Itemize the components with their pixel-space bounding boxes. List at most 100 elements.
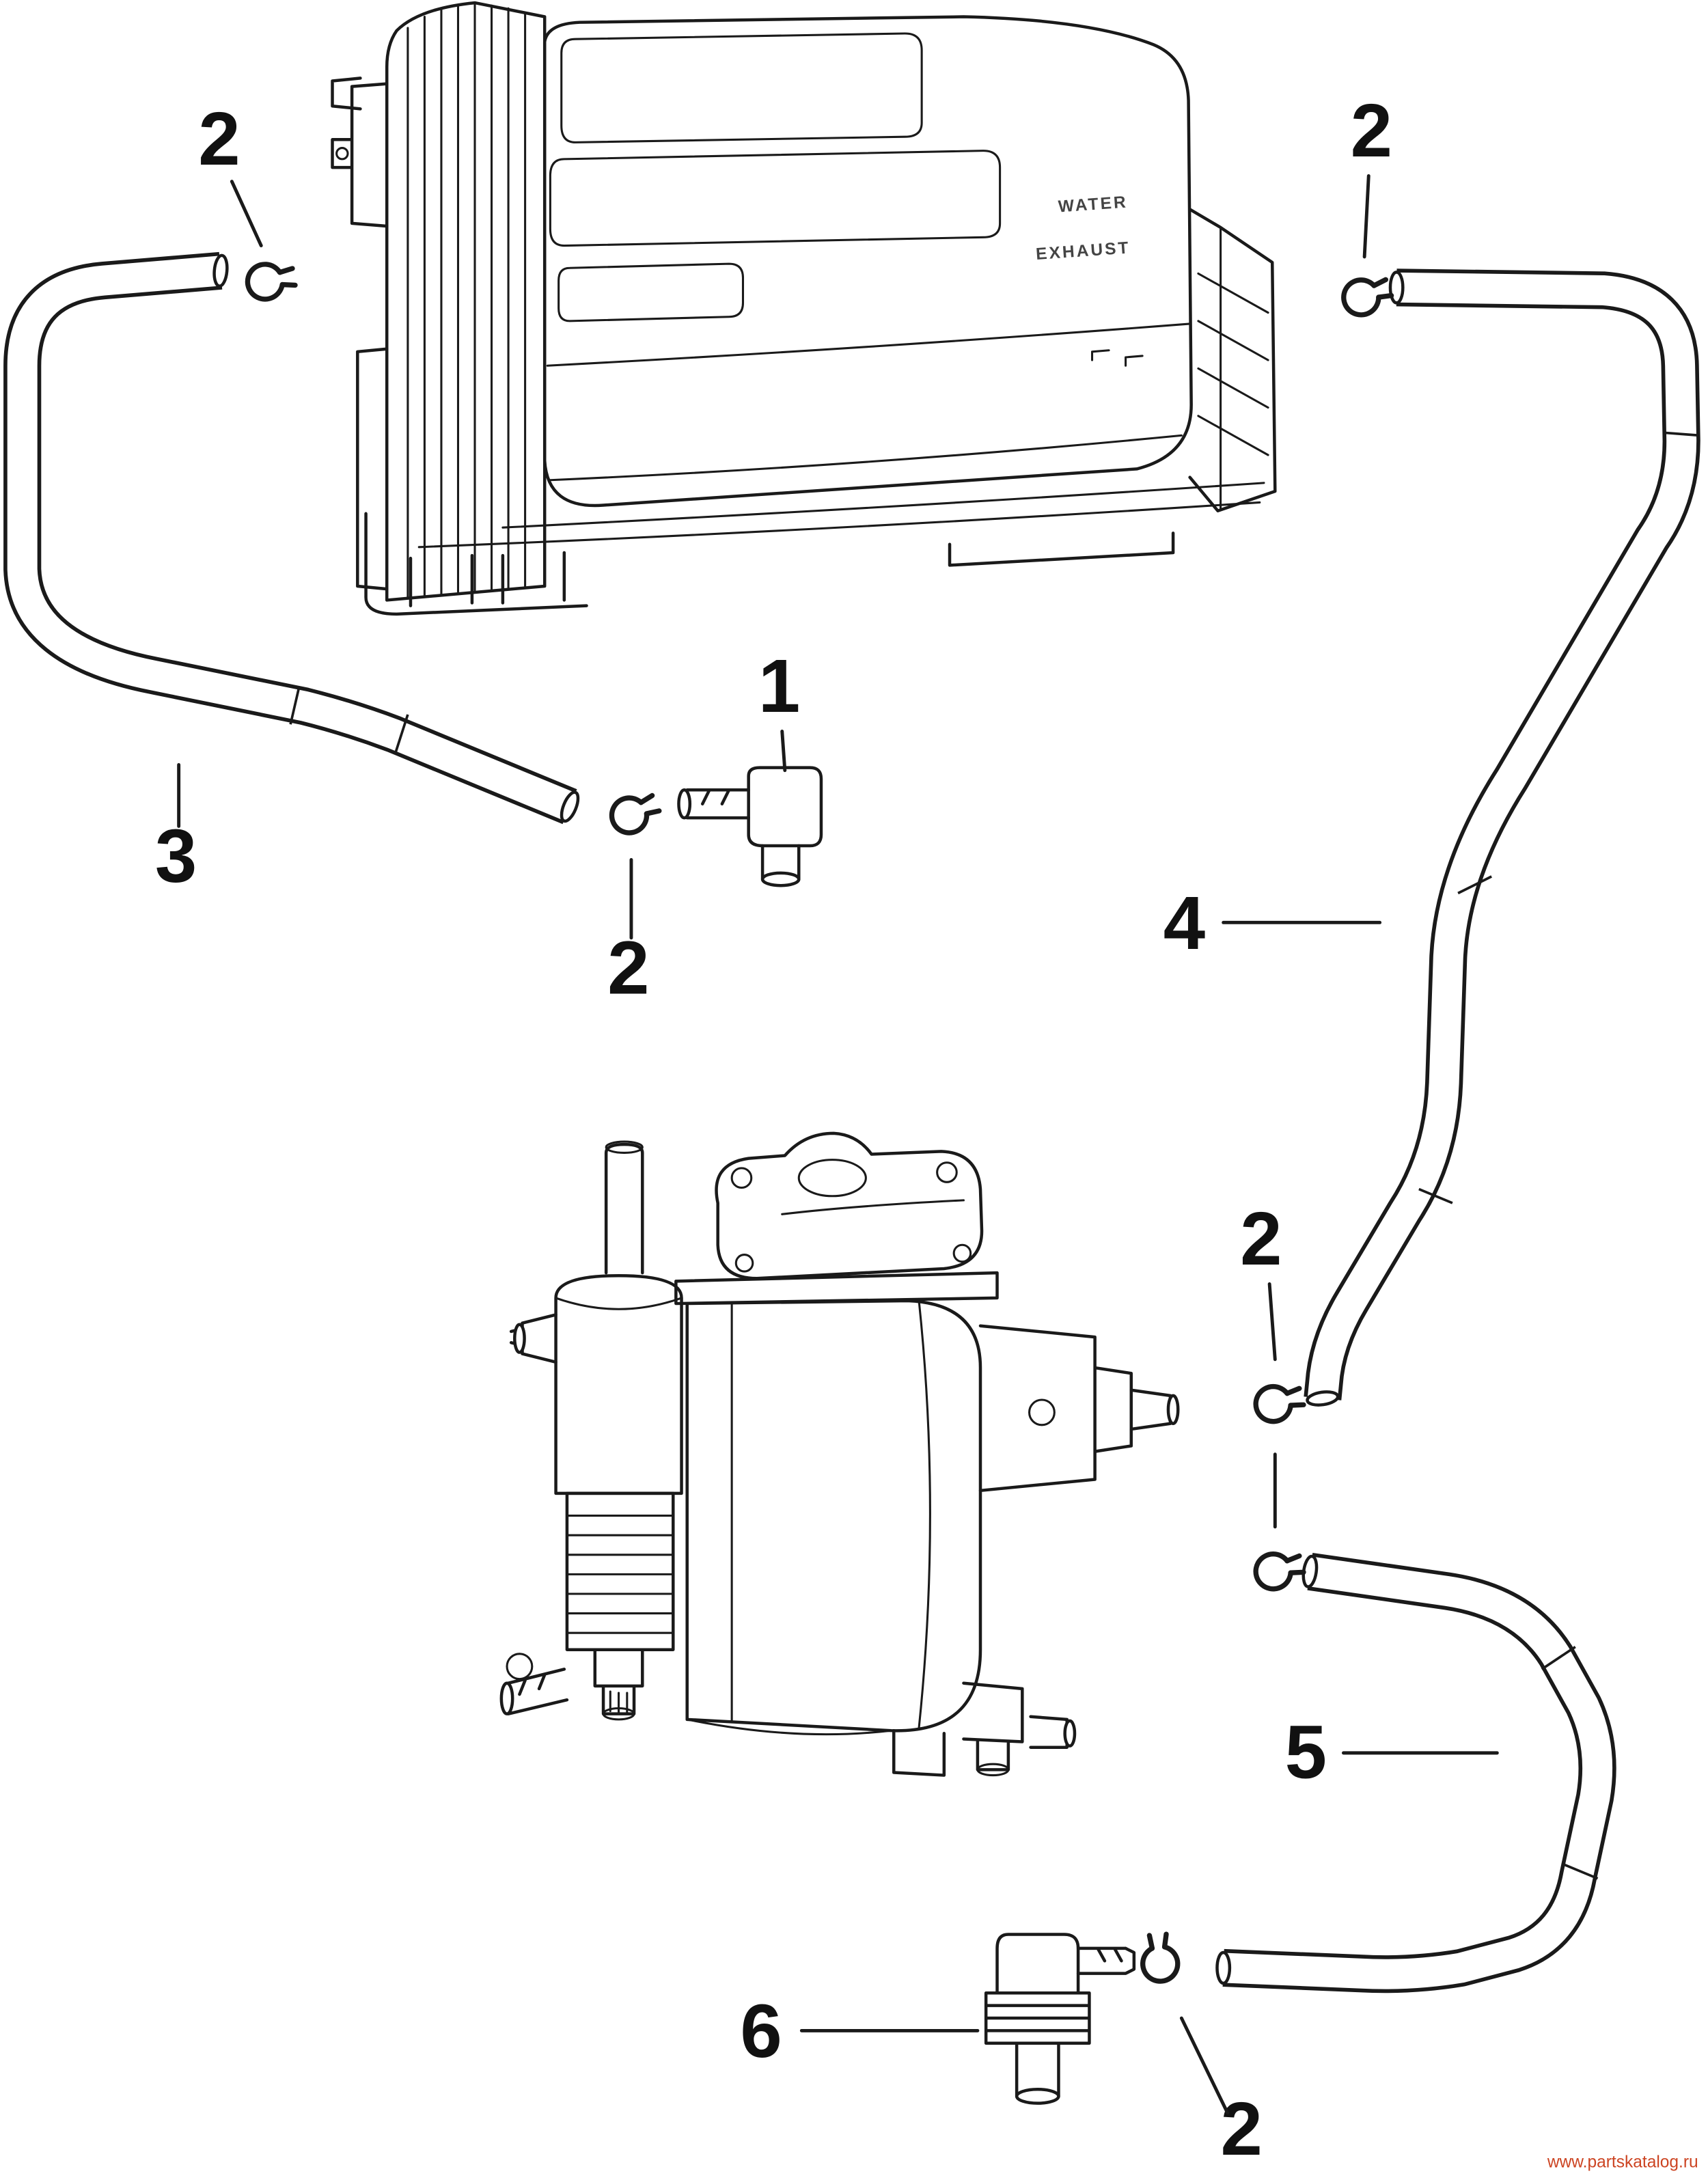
hose-4-joints — [1418, 431, 1700, 1204]
leader-line — [1362, 174, 1370, 259]
retainer-clip-fitting-1 — [611, 795, 659, 833]
housing-base-feet — [364, 512, 1175, 616]
fitting-1-barb-shaft — [685, 788, 750, 820]
hose-5 — [1215, 1552, 1616, 1993]
callout-label: 2 — [1351, 89, 1392, 173]
leader-line — [230, 180, 263, 248]
pump-top-bracket — [715, 1131, 984, 1280]
callout-label: 2 — [607, 926, 649, 1010]
pump-spout-tip — [513, 1323, 526, 1354]
housing-top-recesses — [549, 32, 1002, 322]
hose-5-inner — [1222, 1556, 1613, 1989]
hose-3-outer — [3, 251, 577, 825]
housing-seam-lines — [417, 322, 1265, 549]
callout-4: 4 — [1163, 881, 1382, 965]
pump-right-fitting — [1129, 1388, 1172, 1431]
hose-4 — [1304, 268, 1700, 1407]
pump-filter-knurl — [609, 1690, 629, 1714]
callout-label: 5 — [1285, 1711, 1327, 1795]
pump-left-cylinder — [554, 1273, 683, 1495]
pump-standpipe — [604, 1142, 644, 1275]
pump-right-fitting-tip — [1166, 1394, 1180, 1425]
housing-fin-bracket-outline — [1188, 208, 1277, 512]
retainer-clip-hose-5 — [1253, 1549, 1306, 1594]
hose-3-end — [560, 790, 580, 823]
leader-line — [1179, 2016, 1230, 2115]
hose-3-end — [212, 253, 229, 288]
pump-screw — [952, 1243, 972, 1263]
callout-label: 3 — [155, 814, 197, 898]
pump-dome — [797, 1159, 867, 1198]
hose-4-end — [1306, 1390, 1340, 1407]
callout-2-top-right: 2 — [1351, 89, 1392, 259]
callout-3: 3 — [155, 763, 197, 898]
pump-lower-plug — [506, 1653, 534, 1681]
leader-line — [780, 730, 787, 773]
exhaust-label: EXHAUST — [1035, 238, 1131, 264]
fitting-6-lower-end — [1015, 2087, 1060, 2105]
fitting-1-lower-end — [760, 871, 801, 887]
callout-2-mid: 2 — [607, 857, 650, 1010]
housing-body-outline — [542, 15, 1193, 508]
hose-3-inner — [7, 256, 576, 821]
pump-filter-outline — [565, 1491, 675, 1651]
elbow-fitting-1 — [677, 766, 823, 887]
callout-label: 2 — [1240, 1197, 1282, 1281]
housing-bracket-hole — [335, 147, 349, 161]
housing-corner-marks — [1090, 349, 1144, 367]
pump-body-lines — [686, 1299, 931, 1736]
callout-label: 6 — [740, 1989, 782, 2073]
retainer-clip-fitting-6 — [1135, 1929, 1187, 1986]
pump-right-bracket — [978, 1324, 1133, 1493]
water-label: WATER — [1058, 193, 1129, 216]
hose-5-end — [1215, 1950, 1232, 1985]
pump-flange — [674, 1271, 999, 1306]
pump-left-cylinder-top — [555, 1297, 683, 1310]
housing-fin-lines — [1197, 227, 1269, 510]
hose-4-end — [1388, 271, 1405, 305]
callout-label: 4 — [1163, 881, 1205, 965]
pump-standpipe-top — [605, 1140, 644, 1154]
callout-label: 1 — [758, 644, 800, 728]
fitting-1-barb-tip — [677, 788, 692, 820]
callout-5: 5 — [1285, 1711, 1499, 1795]
fitting-6-lower-tube — [1015, 2041, 1060, 2098]
housing-left-bracket — [331, 77, 389, 591]
callout-label: 2 — [198, 97, 240, 181]
fitting-6-ribbed-collar — [984, 1991, 1091, 2045]
pump-lower-left-barb-tip — [499, 1681, 514, 1715]
retainer-clip-hose-4 — [1253, 1381, 1306, 1426]
pump-outlet-end — [976, 1763, 1010, 1777]
pump-screw — [936, 1161, 958, 1183]
callout-2-top-left: 2 — [198, 97, 263, 248]
pump-lower-left-barb — [506, 1668, 569, 1715]
retainer-clip-top-left — [244, 258, 299, 307]
pump-filter-cap — [593, 1648, 644, 1715]
callout-6: 6 — [740, 1989, 980, 2073]
leader-line — [1267, 1282, 1277, 1529]
pump-filter-ribs — [566, 1515, 674, 1634]
watermark-text: www.partskatalog.ru — [1547, 2153, 1698, 2172]
callout-1: 1 — [758, 644, 800, 773]
pump-screw — [730, 1167, 753, 1189]
callout-2-bottom: 2 — [1179, 2016, 1263, 2171]
callout-2-right: 2 — [1240, 1197, 1282, 1529]
fitting-1-lower-tube — [760, 844, 801, 881]
pump-bottom-outlets — [892, 1681, 1069, 1777]
hose-5-joints — [1541, 1646, 1599, 1880]
pump-bracket-hole — [1028, 1398, 1056, 1426]
callout-label: 2 — [1221, 2087, 1263, 2171]
elbow-fitting-6 — [984, 1933, 1136, 2105]
pump-main-body — [685, 1299, 982, 1733]
pump-screw — [734, 1254, 754, 1273]
hose-3 — [3, 251, 580, 825]
pump-bracket-line — [781, 1199, 965, 1215]
pump-outlet-tip — [1063, 1719, 1077, 1748]
fitting-6-body — [995, 1933, 1080, 1995]
retainer-clip-top-right — [1342, 276, 1393, 317]
housing-plate-stack-outline — [385, 1, 547, 602]
fitting-6-barb-shaft — [1076, 1946, 1136, 1975]
hose-3-joints — [289, 687, 409, 754]
